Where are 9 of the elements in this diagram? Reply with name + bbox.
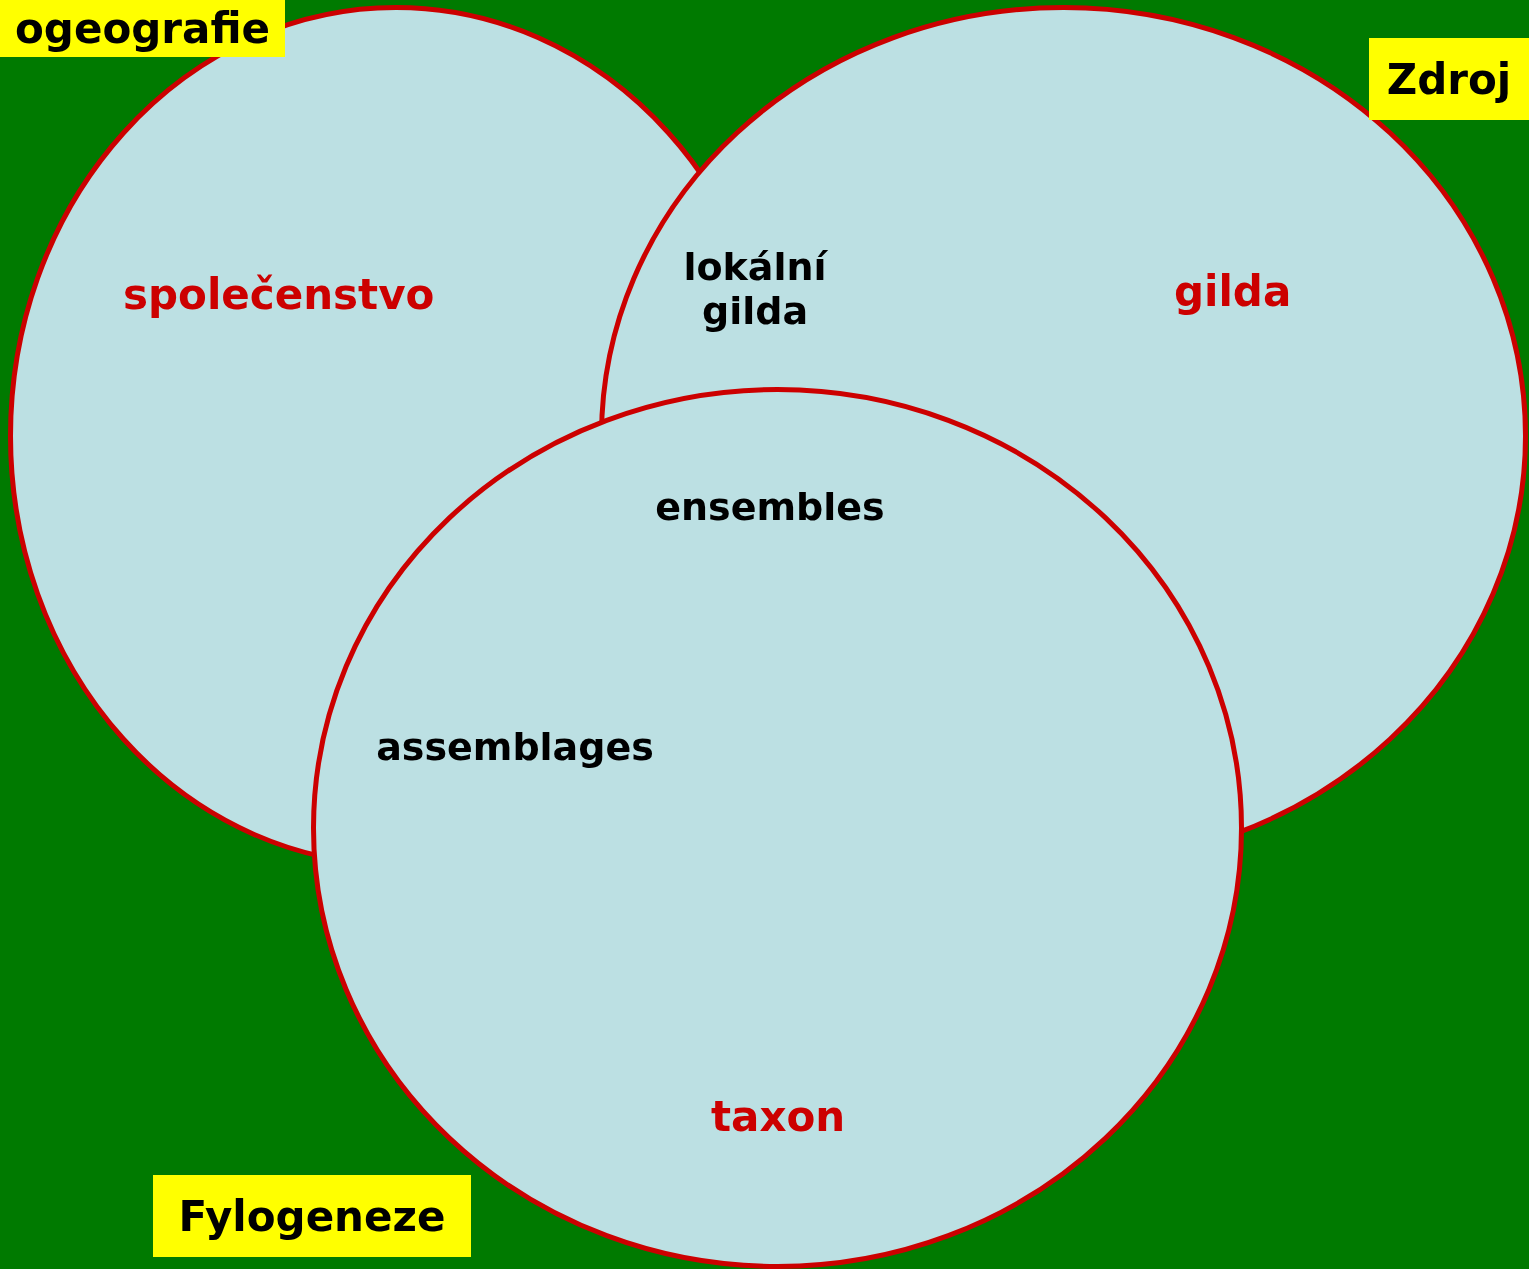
overlap-label: assemblages <box>375 725 655 769</box>
set-label: společenstvo <box>123 270 435 319</box>
set-label: gilda <box>1174 267 1292 316</box>
overlap-label: lokální gilda <box>682 245 829 333</box>
category-tag: Fylogeneze <box>153 1175 471 1257</box>
overlap-label: ensembles <box>654 485 886 529</box>
category-tag: Zdroj <box>1369 38 1529 120</box>
set-label: taxon <box>711 1092 846 1141</box>
category-tag: ogeografie <box>0 0 285 57</box>
